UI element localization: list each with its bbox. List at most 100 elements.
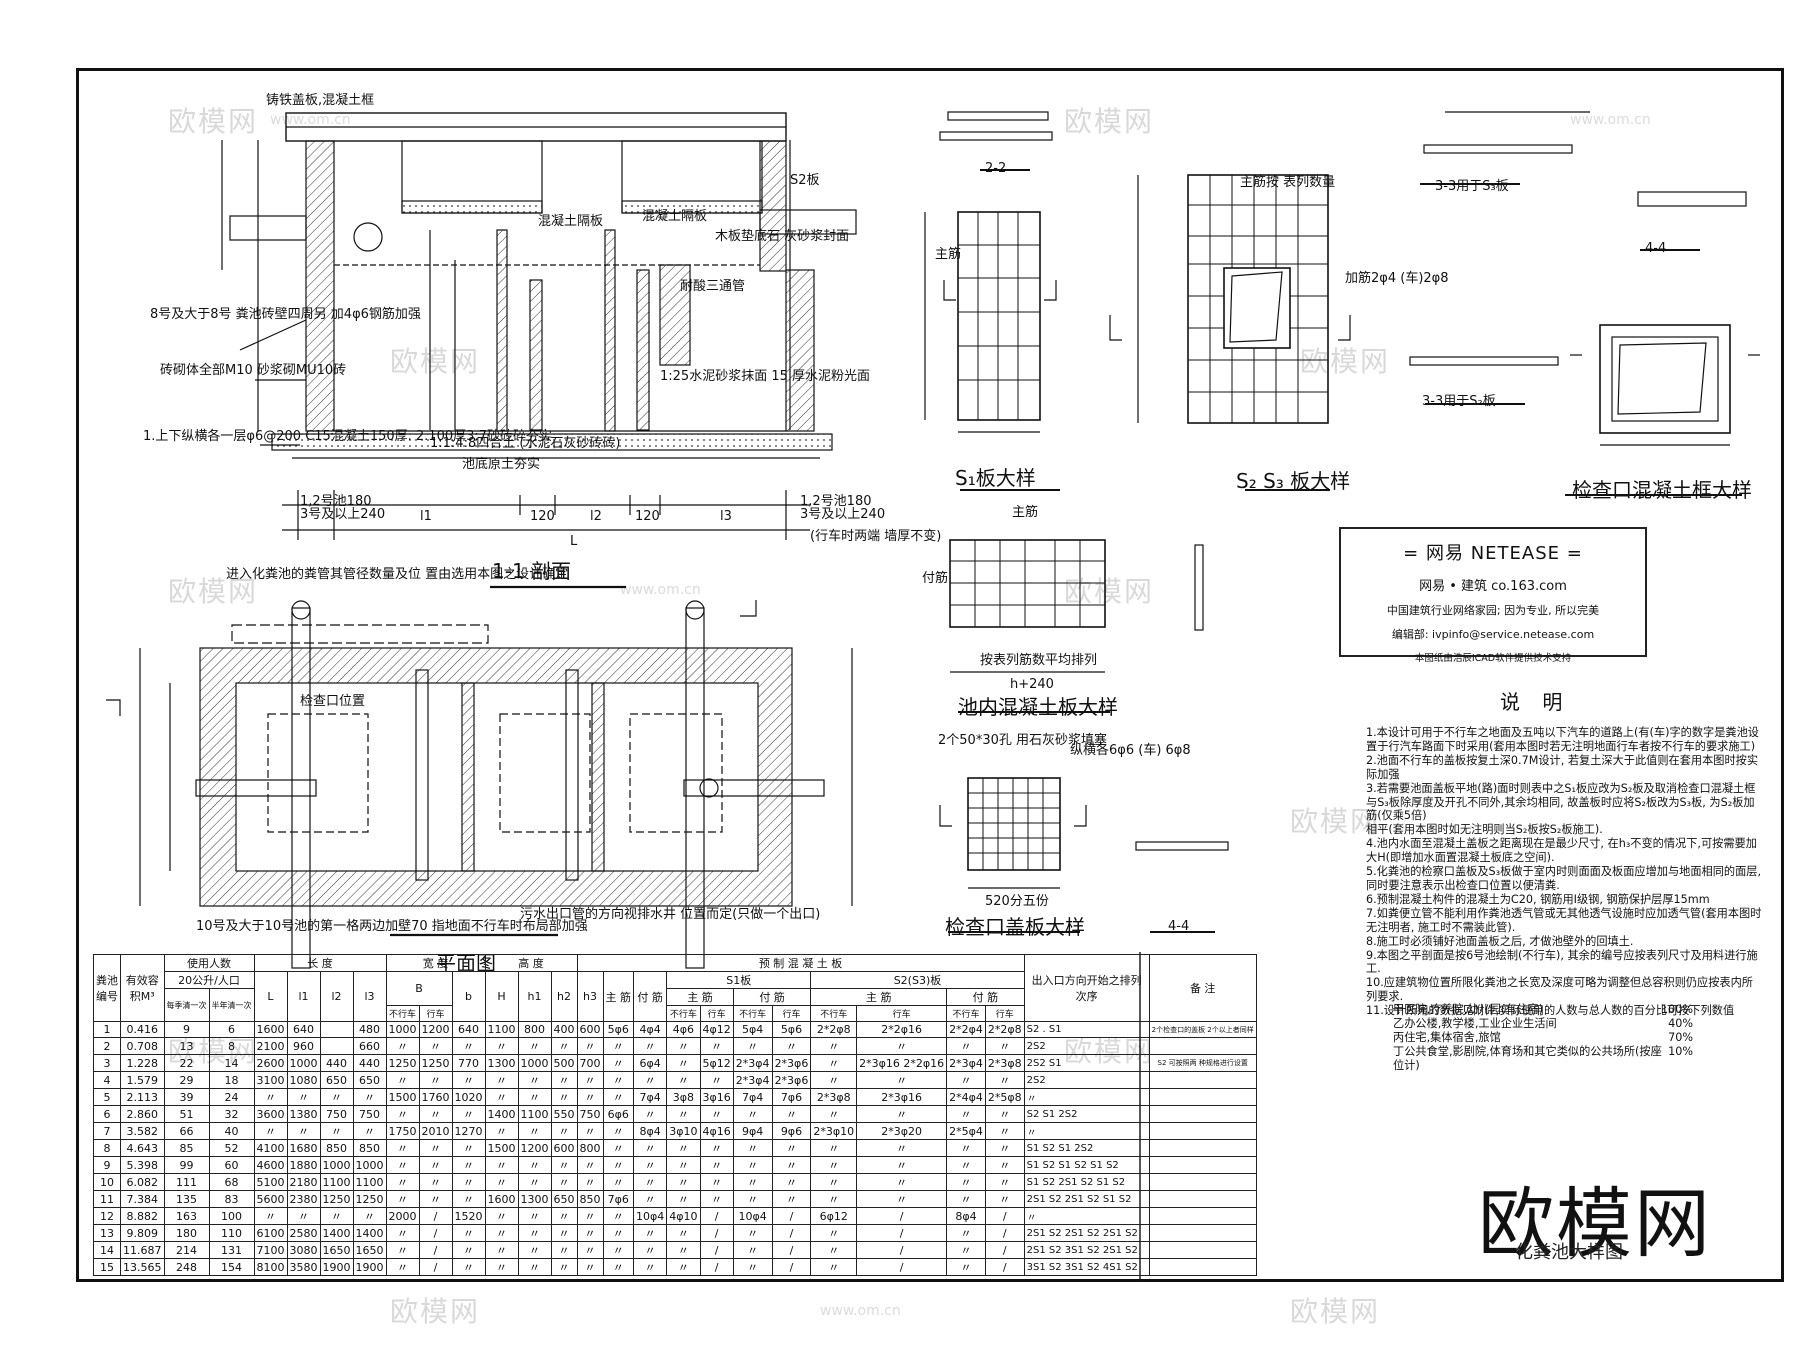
netease-motto: 中国建筑行业网络家园; 因为专业, 所以完美 xyxy=(1386,604,1600,617)
note-item: 7.如粪便立管不能利用作粪池透气管或无其他透气设施时应加透气管(套用本图时无注明… xyxy=(1366,906,1762,934)
table-cell: 7100 xyxy=(253,1241,288,1259)
table-cell xyxy=(1148,1224,1257,1242)
dim-120a: 120 xyxy=(530,509,555,524)
note-item: 9.本图之平剖面是按6号池绘制(不行车), 其余的编号应按表列尺寸及用料进行施工… xyxy=(1366,948,1758,976)
table-cell: 〃 xyxy=(576,1037,604,1055)
note-item: 3.若需要池面盖板平地(路)面时则表中之S₁板应改为S₂板及取消检查口混凝土框与… xyxy=(1366,781,1756,823)
table-cell: 〃 xyxy=(484,1122,519,1140)
table-cell: 〃 xyxy=(451,1190,486,1208)
cover-title: 检查口盖板大样 xyxy=(945,915,1085,939)
table-cell: 1000 xyxy=(352,1156,387,1174)
watermark-url: www.om.cn xyxy=(620,582,701,598)
table-cell: 1200 xyxy=(418,1021,453,1038)
table-cell: 10φ4 xyxy=(632,1207,668,1225)
plan-inspection-label: 检查口位置 xyxy=(300,694,365,709)
table-cell: 480 xyxy=(352,1021,387,1038)
th-l1: l1 xyxy=(286,971,321,1022)
table-cell: 1600 xyxy=(253,1021,288,1038)
table-cell: 700 xyxy=(576,1054,604,1072)
note-item: 2.池面不行车的盖板按复土深0.7M设计, 若复土深大于此值则在套用本图时按实际… xyxy=(1366,753,1759,781)
table-cell: 〃 xyxy=(810,1071,858,1089)
table-cell: 〃 xyxy=(484,1207,519,1225)
pct-row: 丁公共食堂,影剧院,体育场和其它类似的公共场所(按座位计)10% xyxy=(1393,1045,1693,1072)
table-cell: 14 xyxy=(93,1241,121,1259)
table-cell: S2 S1 2S2 xyxy=(1023,1105,1150,1123)
table-cell: 3600 xyxy=(253,1105,288,1123)
dim-left-2: 3号及以上240 xyxy=(300,507,385,522)
table-cell: / xyxy=(771,1224,812,1242)
table-cell: 12 xyxy=(93,1207,121,1225)
table-cell: S2 可按照两 种规格进行设置 xyxy=(1148,1054,1257,1072)
table-cell: 1000 xyxy=(286,1054,321,1072)
netease-heading: = 网易 NETEASE = xyxy=(1403,543,1583,564)
table-cell: 〃 xyxy=(632,1105,668,1123)
watermark: 欧模网 xyxy=(168,575,259,608)
th-ss: 不行车 xyxy=(810,1005,858,1022)
table-cell: 3φ10 xyxy=(666,1122,701,1140)
table-cell: 〃 xyxy=(517,1156,552,1174)
table-cell: 〃 xyxy=(385,1105,420,1123)
table-cell: 〃 xyxy=(484,1224,519,1242)
s1-slab-detail xyxy=(924,111,1060,491)
table-cell: 4600 xyxy=(253,1156,288,1174)
table-cell: 2*3φ8 xyxy=(984,1054,1025,1072)
th-order: 出入口方向开始之排列次序 xyxy=(1023,954,1150,1022)
table-cell: 180 xyxy=(163,1224,210,1242)
section-soil-label: 池底原土夯实 xyxy=(462,456,540,472)
note-item: 10.应建筑物位置所限化粪池之长宽及深度可略为调整但总容积则仍应按表内所列要求. xyxy=(1366,976,1753,1004)
table-cell: 〃 xyxy=(771,1173,812,1191)
table-cell: 〃 xyxy=(602,1139,634,1157)
th-b: b xyxy=(451,971,486,1022)
th-nt: 不行车 xyxy=(385,1005,420,1022)
section-left-note: 8号及大于8号 粪池砖壁四周另 加4φ6钢筋加强 xyxy=(150,306,421,322)
table-cell: 〃 xyxy=(699,1190,734,1208)
table-cell: 2600 xyxy=(253,1054,288,1072)
table-cell: 〃 xyxy=(810,1037,858,1055)
watermark: 欧模网 xyxy=(1290,805,1381,838)
table-cell: 1750 xyxy=(385,1122,420,1140)
table-cell: 〃 xyxy=(517,1224,552,1242)
table-cell: 〃 xyxy=(666,1241,701,1259)
dim-120b: 120 xyxy=(635,509,660,524)
table-cell: 9φ6 xyxy=(771,1122,812,1140)
th-L: L xyxy=(253,971,288,1022)
table-cell: 〃 xyxy=(517,1258,552,1276)
netease-sub: 网易 • 建筑 co.163.com xyxy=(1419,579,1567,594)
table-cell: 〃 xyxy=(517,1122,552,1140)
table-cell: 〃 xyxy=(666,1190,701,1208)
table-cell: / xyxy=(699,1258,734,1276)
dim-L: L xyxy=(570,534,578,549)
table-cell: 〃 xyxy=(385,1037,420,1055)
table-cell: 1400 xyxy=(484,1105,519,1123)
table-cell: 〃 xyxy=(771,1156,812,1174)
table-cell: S1 S2 S1 2S2 xyxy=(1023,1139,1150,1157)
brand-logo: 欧模网 xyxy=(1478,1179,1712,1268)
table-cell: 〃 xyxy=(984,1139,1025,1157)
table-cell: 〃 xyxy=(699,1105,734,1123)
table-cell: 〃 xyxy=(484,1037,519,1055)
th-l3: l3 xyxy=(352,971,387,1022)
s2s3-add-bar: 加筋2φ4 (车)2φ8 xyxy=(1345,270,1449,286)
table-cell: 〃 xyxy=(810,1173,858,1191)
table-cell: 〃 xyxy=(666,1071,701,1089)
table-cell: 〃 xyxy=(517,1071,552,1089)
table-cell: 9 xyxy=(93,1156,121,1174)
frame-section-title: 4-4 xyxy=(1645,241,1666,256)
table-cell: 13 xyxy=(163,1037,210,1055)
table-cell: 〃 xyxy=(253,1207,288,1225)
table-cell: 〃 xyxy=(946,1241,986,1259)
netease-footer: 本图纸由浩辰ICAD软件提供技术支持 xyxy=(1414,653,1572,664)
table-cell: 〃 xyxy=(418,1139,453,1157)
table-cell: 〃 xyxy=(550,1224,578,1242)
table-cell: 〃 xyxy=(602,1224,634,1242)
table-cell: 7.384 xyxy=(120,1190,165,1208)
table-cell: 1100 xyxy=(484,1021,519,1038)
s1-main-bar: 主筋 xyxy=(935,246,961,262)
table-cell: 131 xyxy=(208,1241,255,1259)
table-cell: 〃 xyxy=(451,1105,486,1123)
table-cell: 1200 xyxy=(517,1139,552,1157)
